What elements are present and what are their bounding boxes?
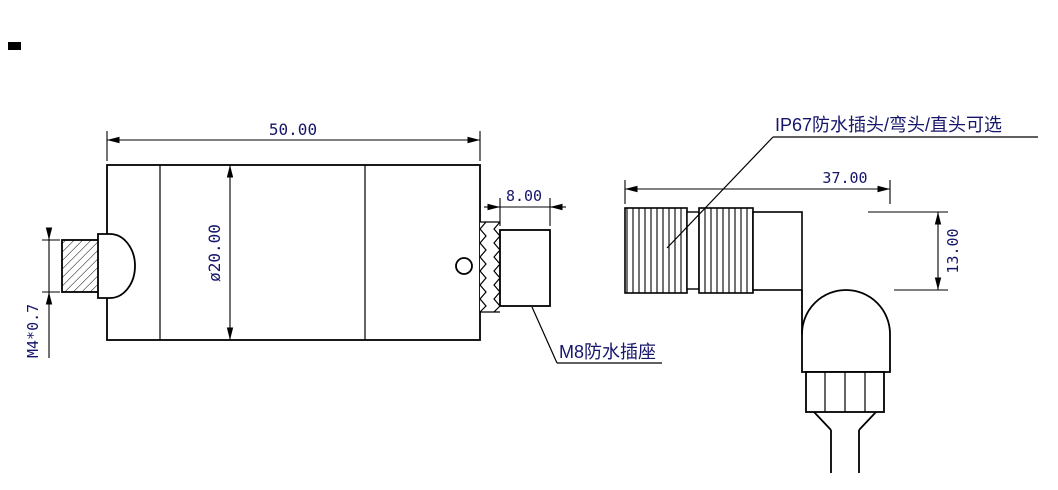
dim-socket-length-text: 8.00 — [506, 187, 542, 205]
plug-gland-taper-left — [813, 411, 832, 431]
dim-body-length: 50.00 — [106, 120, 481, 161]
m8-socket-label-text: M8防水插座 — [559, 342, 656, 362]
sensor-tip-thread — [61, 239, 100, 293]
dim-plug-length-text: 37.00 — [822, 169, 867, 187]
sensor-side-view — [61, 164, 551, 341]
sensor-body — [106, 164, 481, 341]
plug-coupling-knurl-rear — [698, 207, 754, 294]
vent-hole — [455, 257, 473, 275]
m8-socket-label: M8防水插座 — [531, 306, 662, 364]
dim-plug-length: 37.00 — [624, 169, 891, 204]
plug-gland-taper-right — [858, 411, 877, 431]
leader-line — [531, 306, 558, 364]
leader-line — [666, 136, 774, 249]
plug-coupling-knurl-front — [624, 207, 688, 294]
ip67-plug-label-text: IP67防水插头/弯头/直头可选 — [775, 115, 1002, 135]
dim-plug-diameter: 13.00 — [868, 211, 962, 291]
socket-hex-right-serration — [493, 221, 501, 313]
ip67-plug-label: IP67防水插头/弯头/直头可选 — [666, 115, 1038, 249]
socket-barrel — [499, 229, 551, 307]
dim-plug-diameter-text: 13.00 — [944, 228, 962, 273]
sensor-tip-boss — [97, 233, 136, 299]
plug-coupling-ring — [686, 211, 700, 290]
dim-body-diameter-text: ø20.00 — [205, 224, 224, 282]
plug-side-view — [624, 207, 891, 473]
corner-artifact-mark — [8, 42, 21, 50]
plug-barrel — [752, 211, 803, 291]
socket-hex-nut — [479, 221, 501, 313]
dim-socket-length: 8.00 — [484, 187, 566, 226]
dim-body-diameter: ø20.00 — [205, 165, 234, 340]
dim-tip-thread: M4*0.7 — [24, 227, 60, 358]
socket-hex-left-serration — [479, 221, 487, 313]
dim-body-length-text: 50.00 — [269, 120, 317, 139]
plug-elbow-housing — [801, 289, 891, 373]
dim-tip-thread-text: M4*0.7 — [24, 304, 42, 358]
